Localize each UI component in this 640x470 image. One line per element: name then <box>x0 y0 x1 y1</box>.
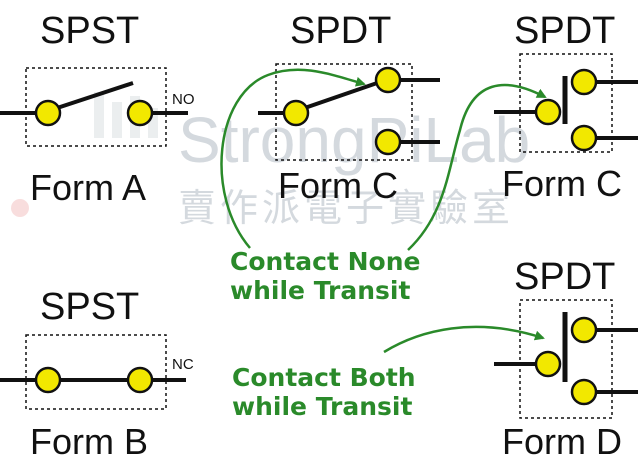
note-contact-none-line1: Contact None <box>230 247 421 276</box>
spdt-form-c-right-symbol <box>494 53 638 153</box>
contact-no <box>126 99 154 127</box>
contact-nc <box>570 124 598 152</box>
contact-common <box>282 99 310 127</box>
contact-common <box>534 98 562 126</box>
arrow-both-to-form-d <box>383 325 545 354</box>
contact-no <box>374 66 402 94</box>
contact-nc <box>126 366 154 394</box>
spdt-c1-title: SPDT <box>290 10 392 52</box>
spst-a-title: SPST <box>40 10 140 52</box>
note-contact-both-line1: Contact Both <box>232 363 416 392</box>
contact-no <box>570 316 598 344</box>
form-c-middle-label: Form C <box>278 165 398 206</box>
note-contact-both-line2: while Transit <box>232 391 413 421</box>
contact-common <box>534 350 562 378</box>
arrow-none-to-form-c-middle <box>220 68 366 249</box>
spdt-d-title: SPDT <box>514 256 616 298</box>
spdt-form-c-middle-symbol <box>258 63 440 161</box>
nc-contact-label: NC <box>172 356 194 373</box>
spdt-c2-title: SPDT <box>514 10 616 52</box>
contact-common <box>34 366 62 394</box>
watermark-brand: StrongPiLab <box>178 104 531 176</box>
form-b-label: Form B <box>30 421 149 462</box>
contact-nc <box>570 378 598 406</box>
spst-form-a-symbol <box>0 67 188 147</box>
form-c-right-label: Form C <box>502 163 622 204</box>
spdt-form-d-symbol <box>494 299 638 419</box>
note-contact-both: Contact Both while Transit <box>232 363 416 422</box>
note-contact-none-line2: while Transit <box>230 275 411 305</box>
form-d-label: Form D <box>502 421 622 462</box>
form-a-label: Form A <box>30 167 147 208</box>
no-contact-label: NO <box>172 91 195 108</box>
spst-form-b-symbol <box>0 334 186 410</box>
arrow-none-to-form-c-right <box>407 83 547 251</box>
contact-nc <box>374 128 402 156</box>
note-contact-none: Contact None while Transit <box>230 247 421 306</box>
contact-no <box>570 68 598 96</box>
spst-b-title: SPST <box>40 286 140 328</box>
contact-common <box>34 99 62 127</box>
